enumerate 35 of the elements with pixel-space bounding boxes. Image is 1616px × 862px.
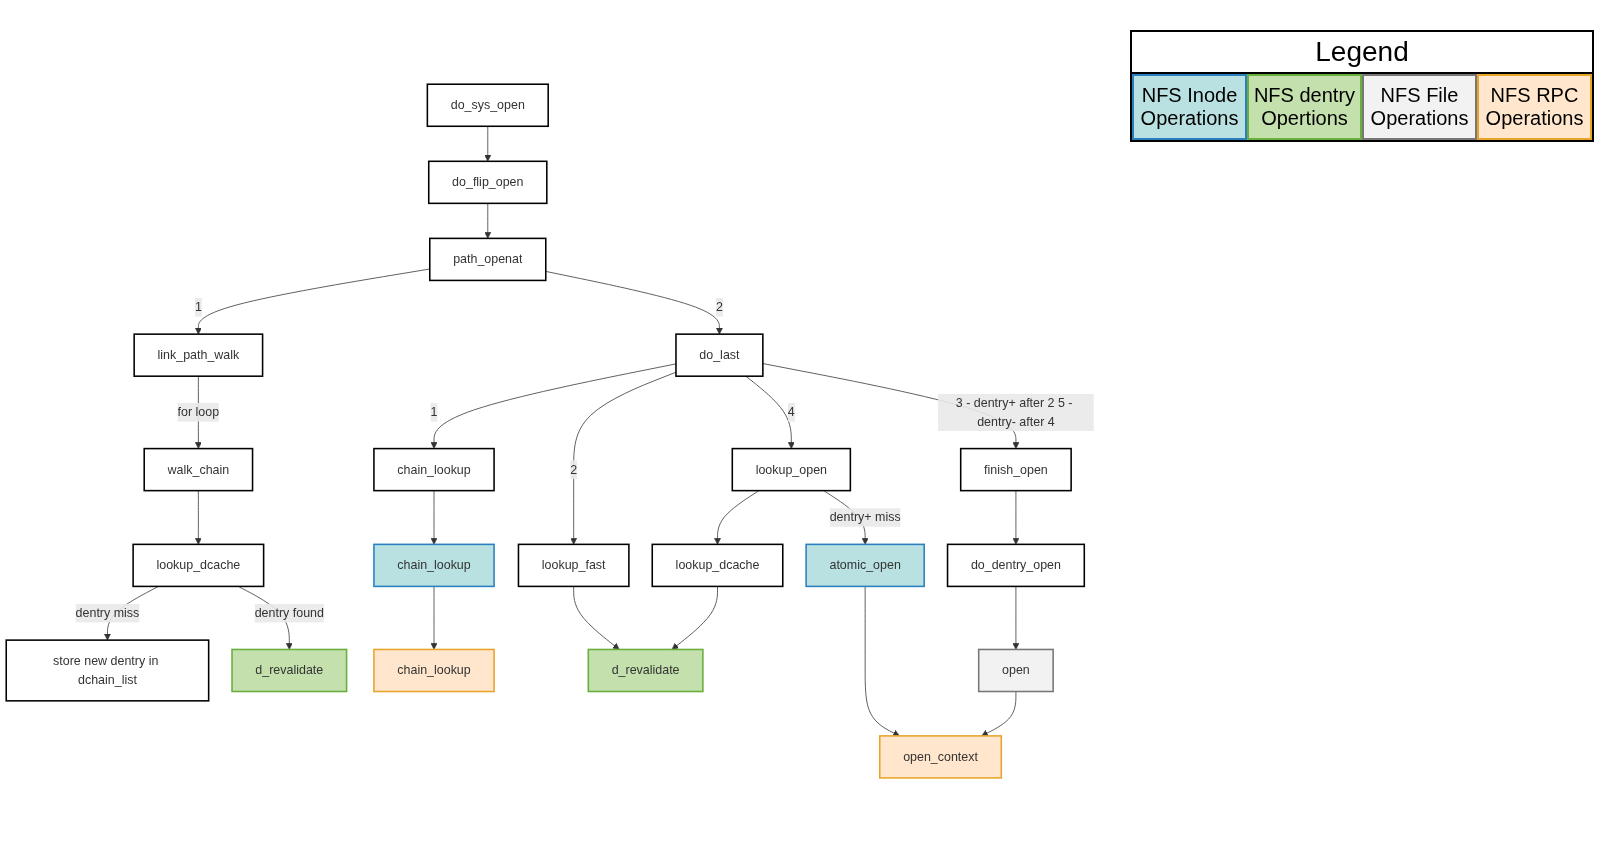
node-box: chain_lookup bbox=[373, 543, 495, 588]
edge-label: 3 - dentry+ after 2 5 - dentry- after 4 bbox=[955, 395, 1073, 428]
legend-swatch: NFS File Operations bbox=[1362, 74, 1477, 140]
node-box: chain_lookup bbox=[373, 648, 495, 693]
node-box: d_revalidate bbox=[231, 648, 348, 693]
edge-label: 1 bbox=[194, 300, 202, 314]
node-box: lookup_fast bbox=[517, 543, 630, 588]
node-box: do_sys_open bbox=[426, 83, 549, 127]
edge-label: for loop bbox=[177, 405, 220, 419]
node-box: finish_open bbox=[959, 447, 1072, 492]
legend-swatch: NFS RPC Operations bbox=[1477, 74, 1592, 140]
edge-label: dentry miss bbox=[75, 606, 140, 620]
node-box: do_flip_open bbox=[427, 160, 548, 205]
legend-swatch: NFS dentry Opertions bbox=[1247, 74, 1362, 140]
node-box: chain_lookup bbox=[373, 447, 495, 492]
node-box: walk_chain bbox=[143, 447, 254, 492]
edge-label: 2 bbox=[570, 462, 578, 476]
node-box: atomic_open bbox=[805, 543, 925, 588]
node-box: store new dentry in dchain_list bbox=[5, 639, 210, 702]
edge-label: dentry+ miss bbox=[829, 510, 901, 524]
edge-label: 2 bbox=[715, 300, 723, 314]
node-box: link_path_walk bbox=[133, 333, 264, 377]
edge-label: dentry found bbox=[254, 606, 324, 620]
node-box: do_last bbox=[675, 333, 764, 377]
node-box: path_openat bbox=[429, 237, 547, 282]
edge-label: 1 bbox=[430, 405, 438, 419]
node-box: d_revalidate bbox=[587, 648, 704, 693]
node-box: lookup_dcache bbox=[132, 543, 265, 588]
node-box: do_dentry_open bbox=[946, 543, 1086, 588]
edge-label: 4 bbox=[787, 405, 795, 419]
node-box: open bbox=[977, 648, 1054, 693]
node-box: lookup_open bbox=[731, 447, 852, 492]
node-box: lookup_dcache bbox=[651, 543, 784, 588]
node-box: open_context bbox=[879, 735, 1003, 779]
legend-swatch: NFS Inode Operations bbox=[1132, 74, 1247, 140]
